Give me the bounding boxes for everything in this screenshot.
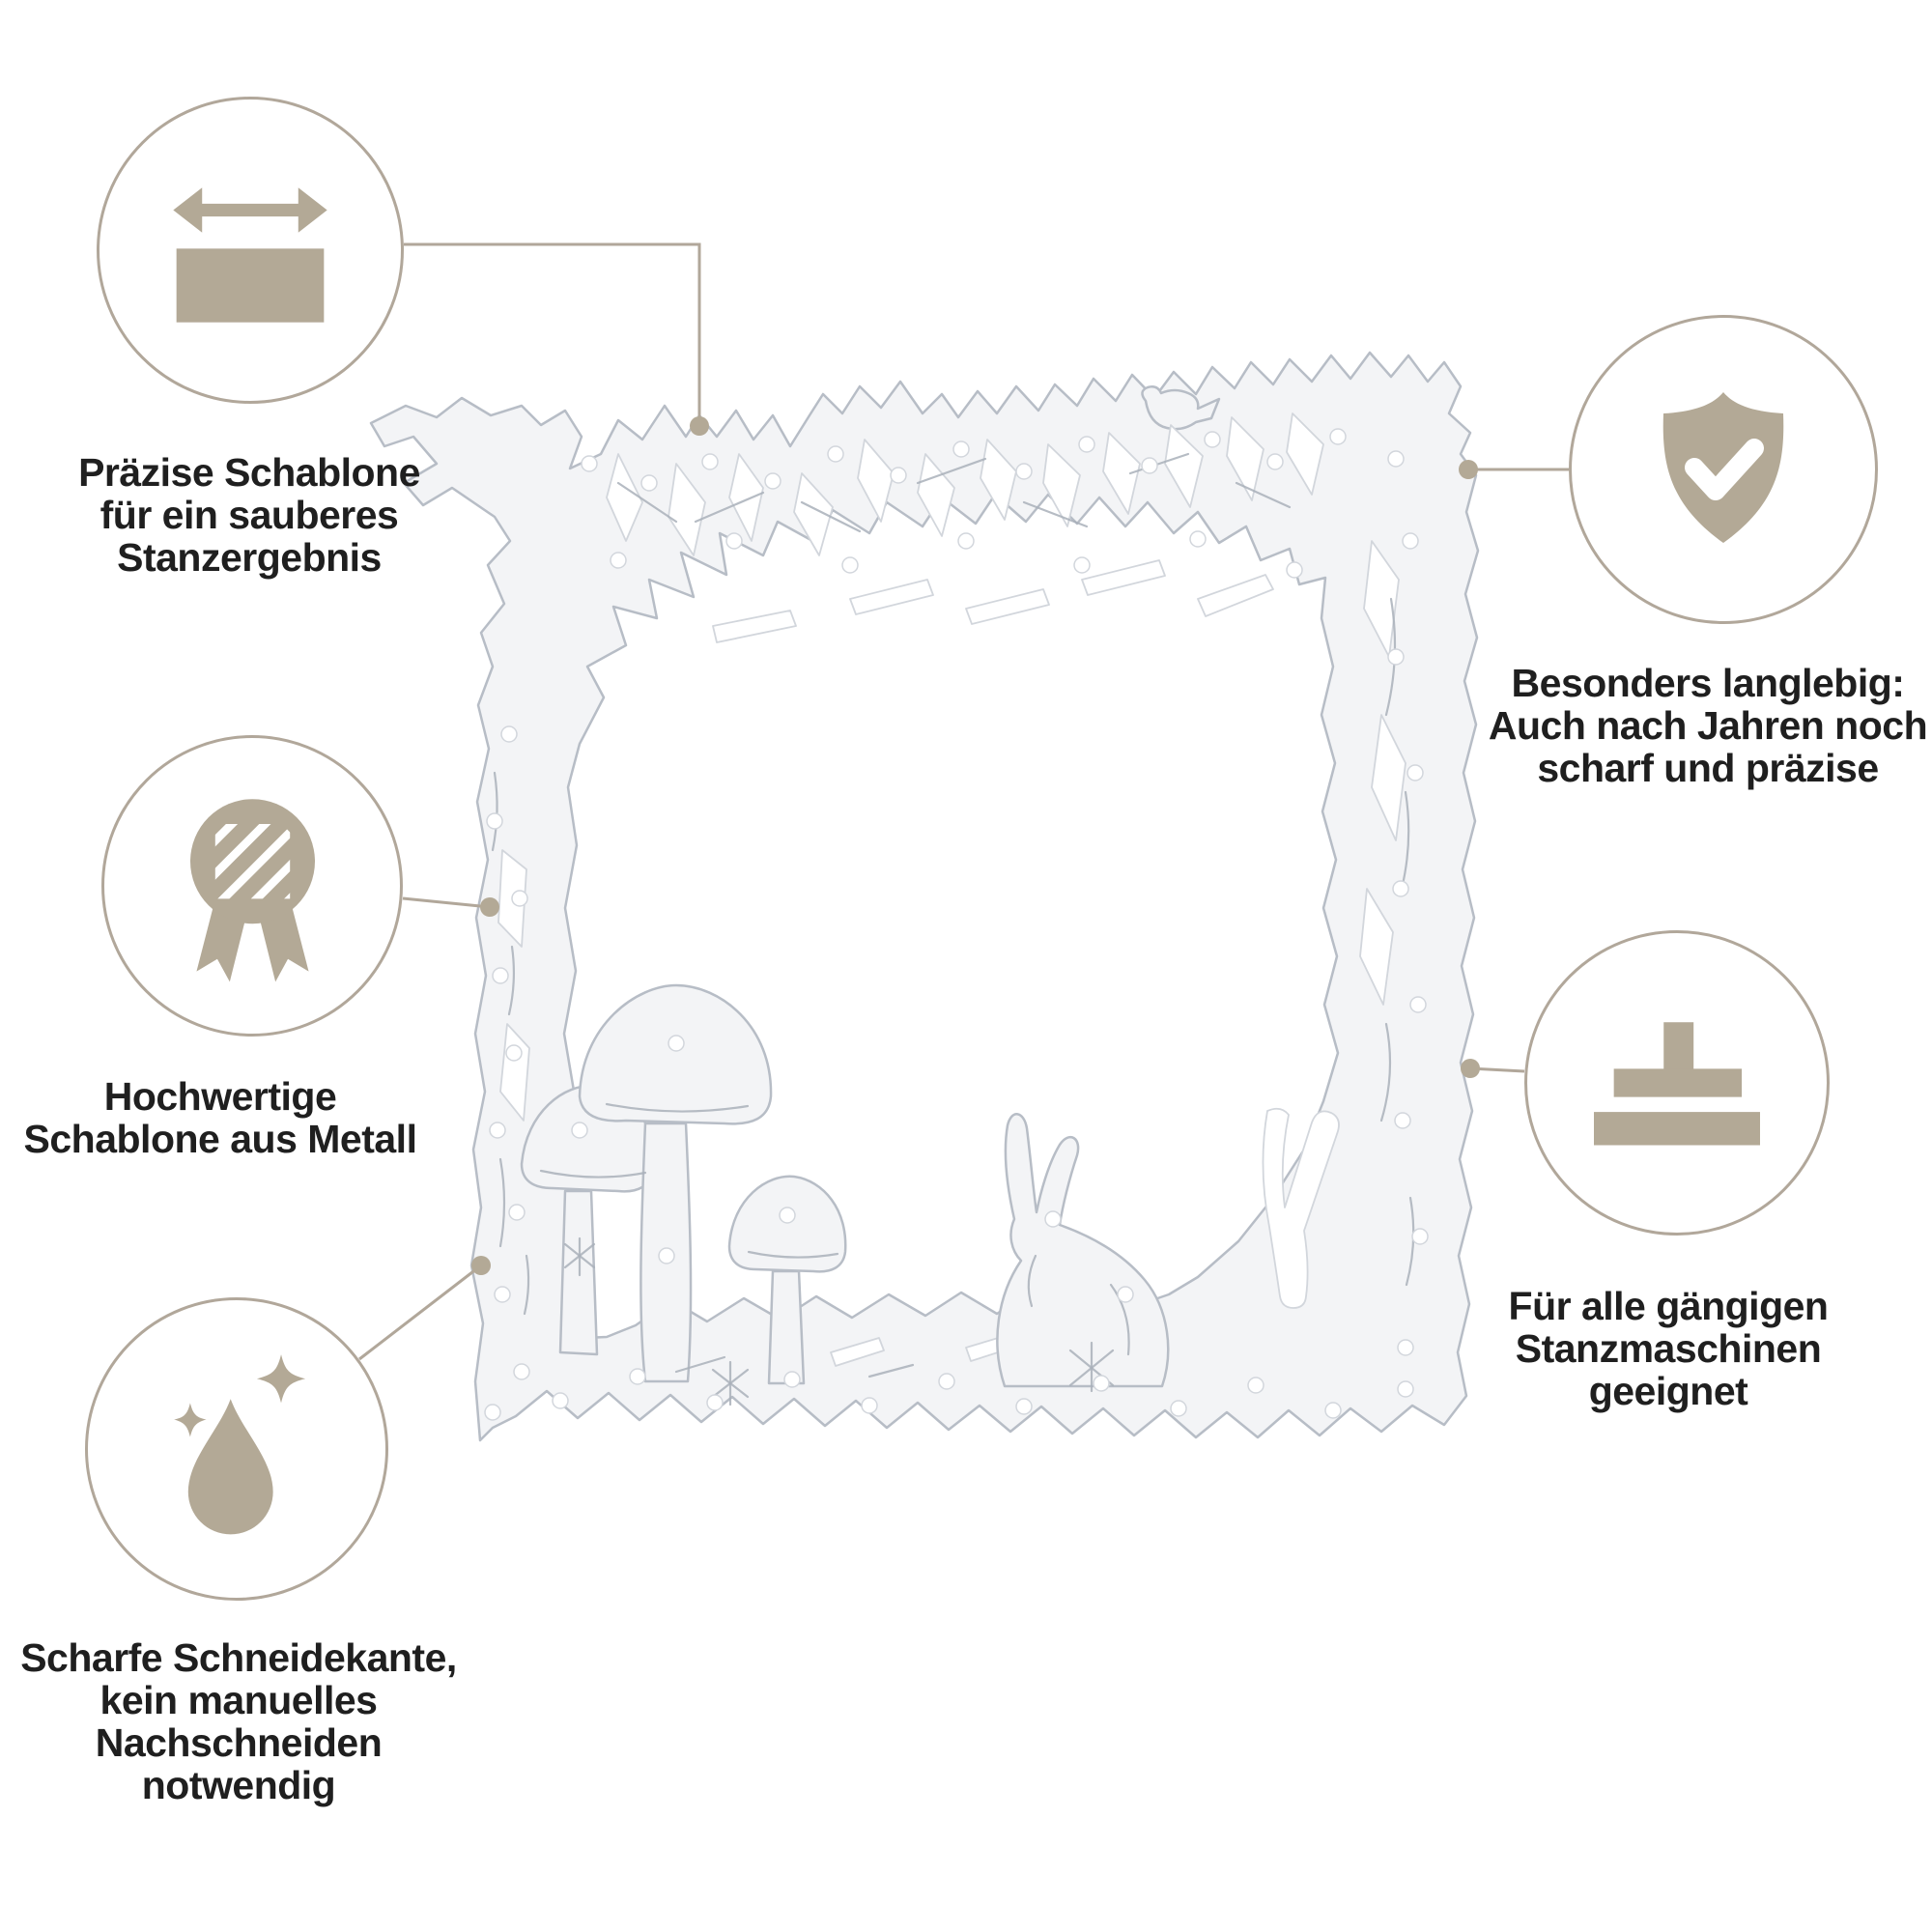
embossed-star — [563, 1236, 596, 1277]
feature-label-hochwertig: Hochwertige Schablone aus Metall — [23, 1074, 417, 1161]
shield-check-icon — [1662, 392, 1784, 543]
feature-label-kompatibel: Für alle gängigen Stanzmaschinen geeigne… — [1508, 1284, 1829, 1413]
die-holes — [484, 428, 1429, 1421]
medal-icon — [189, 798, 315, 981]
feature-circle-langlebig — [1569, 315, 1878, 624]
feature-circle-scharf — [85, 1297, 388, 1601]
callout-dot-scharf — [471, 1256, 491, 1275]
callout-lines — [358, 242, 1569, 1361]
callout-dot-langlebig — [1459, 460, 1478, 479]
callout-dot-praezise — [690, 416, 709, 436]
wishbone-cutout — [1262, 1107, 1340, 1309]
feature-circle-hochwertig — [101, 735, 403, 1037]
press-machine-icon — [1594, 1022, 1760, 1146]
feature-label-scharf: Scharfe Schneidekante, kein manuelles Na… — [20, 1635, 457, 1807]
callout-dot-kompatibel — [1461, 1059, 1480, 1078]
droplet-sparkles-icon — [174, 1353, 306, 1534]
embossed-star — [711, 1360, 750, 1406]
callout-line-praezise — [404, 242, 701, 426]
callout-dot-hochwertig — [480, 897, 499, 917]
rabbit-silhouette — [996, 1113, 1170, 1388]
feature-label-praezise: Präzise Schablone für ein sauberes Stanz… — [78, 450, 420, 580]
callout-line-hochwertig — [402, 896, 491, 909]
feature-circle-praezise — [97, 97, 404, 404]
die-openwork-cutouts — [497, 412, 1406, 1367]
die-frame — [369, 351, 1480, 1442]
callout-line-scharf — [358, 1264, 482, 1361]
feature-label-langlebig: Besonders langlebig: Auch nach Jahren no… — [1488, 661, 1928, 790]
bird-silhouette — [1141, 385, 1221, 431]
feature-circle-kompatibel — [1524, 930, 1830, 1236]
width-arrows-box-icon — [173, 187, 327, 323]
